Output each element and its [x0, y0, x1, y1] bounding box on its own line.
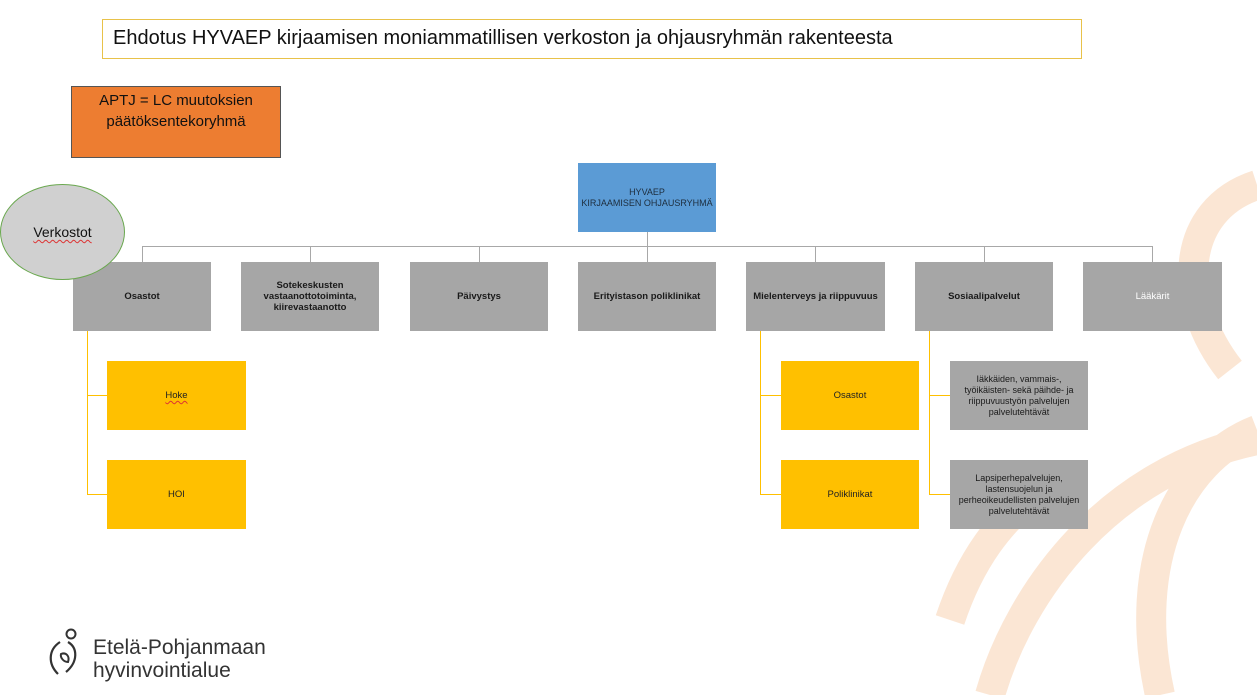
slide-title: Ehdotus HYVAEP kirjaamisen moniammatilli… [102, 19, 1082, 59]
branch-drop-5 [815, 246, 816, 262]
child-hoi: HOI [107, 460, 246, 529]
root-node: HYVAEP KIRJAAMISEN OHJAUSRYHMÄ [578, 163, 716, 232]
branch-laakarit: Lääkärit [1083, 262, 1222, 331]
child-mt-poliklinikat: Poliklinikat [781, 460, 919, 529]
child-sosiaali-lapsiperhe: Lapsiperhepalvelujen, lastensuojelun ja … [950, 460, 1088, 529]
root-line-1: HYVAEP [629, 186, 665, 197]
branch-erityistaso: Erityistason poliklinikat [578, 262, 716, 331]
branch-osastot: Osastot [73, 262, 211, 331]
mielenterveys-child-tick-2 [760, 494, 781, 495]
sosiaali-child-tick-2 [929, 494, 950, 495]
branch-drop-6 [984, 246, 985, 262]
child-sosiaali-iakkaat: Iäkkäiden, vammais-, työikäisten- sekä p… [950, 361, 1088, 430]
branch-drop-7 [1152, 246, 1153, 262]
logo-line-1: Etelä-Pohjanmaan [93, 636, 266, 659]
child-mt-osastot: Osastot [781, 361, 919, 430]
osastot-child-spine [87, 331, 88, 494]
branch-paivystys: Päivystys [410, 262, 548, 331]
osastot-child-tick-2 [87, 494, 107, 495]
child-hoke: Hoke [107, 361, 246, 430]
root-line-2: KIRJAAMISEN OHJAUSRYHMÄ [581, 197, 713, 208]
branch-drop-4 [647, 246, 648, 262]
child-hoke-label: Hoke [165, 390, 188, 401]
mielenterveys-child-spine [760, 331, 761, 494]
branch-sotekeskus: Sotekeskusten vastaanottotoiminta, kiire… [241, 262, 379, 331]
organization-logo-icon [49, 628, 77, 675]
aptj-box: APTJ = LC muutoksien päätöksentekoryhmä [71, 86, 281, 158]
mielenterveys-child-tick-1 [760, 395, 781, 396]
branch-drop-2 [310, 246, 311, 262]
verkostot-label: Verkostot [33, 224, 92, 240]
organization-logo-text: Etelä-Pohjanmaan hyvinvointialue [93, 636, 266, 682]
branch-mielenterveys: Mielenterveys ja riippuvuus [746, 262, 885, 331]
branch-drop-3 [479, 246, 480, 262]
sosiaali-child-tick-1 [929, 395, 950, 396]
logo-line-2: hyvinvointialue [93, 659, 231, 682]
branch-sosiaalipalvelut: Sosiaalipalvelut [915, 262, 1053, 331]
branch-drop-1 [142, 246, 143, 262]
root-connector [647, 232, 648, 246]
verkostot-ellipse: Verkostot [0, 184, 125, 280]
sosiaali-child-spine [929, 331, 930, 494]
osastot-child-tick-1 [87, 395, 107, 396]
